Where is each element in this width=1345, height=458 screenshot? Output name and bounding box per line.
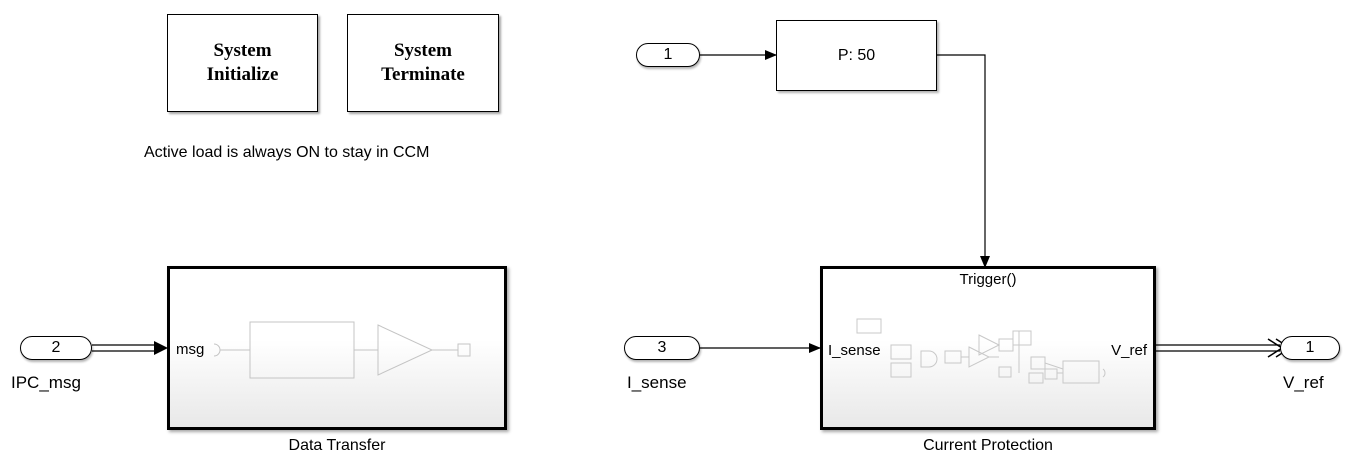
protection-in-port-name: I_sense — [828, 342, 881, 359]
inport-1[interactable]: 1 — [636, 43, 700, 67]
line-in2-to-datatransfer — [92, 341, 168, 355]
annotation-text: Active load is always ON to stay in CCM — [144, 144, 430, 161]
outport-1-label: V_ref — [1283, 373, 1324, 392]
inport-2-label: IPC_msg — [11, 373, 81, 392]
outport-1-number: 1 — [1305, 339, 1315, 356]
pulse-generator-block[interactable]: P: 50 — [776, 20, 937, 91]
system-terminate-block[interactable]: System Terminate — [347, 14, 499, 112]
protection-out-port-name: V_ref — [1111, 342, 1147, 359]
current-protection-internal-icon — [856, 318, 1106, 384]
inport-2[interactable]: 2 — [20, 336, 92, 360]
data-transfer-label: Data Transfer — [288, 437, 386, 454]
data-transfer-in-port-name: msg — [176, 341, 205, 358]
current-protection-label: Current Protection — [923, 437, 1053, 454]
inport-1-number: 1 — [663, 46, 673, 63]
term-line1: System — [393, 40, 453, 61]
inport-3[interactable]: 3 — [624, 336, 700, 360]
system-initialize-block[interactable]: System Initialize — [167, 14, 318, 112]
current-protection-subsystem[interactable]: Trigger() I_sense V_ref — [820, 266, 1156, 430]
init-line2: Initialize — [206, 64, 279, 85]
data-transfer-internal-icon — [213, 321, 471, 379]
line-pulse-to-trigger — [937, 54, 990, 268]
trigger-port-name: Trigger() — [959, 271, 1017, 288]
inport-2-number: 2 — [51, 339, 61, 356]
term-line2: Terminate — [381, 64, 465, 85]
line-protection-to-out1 — [1156, 338, 1292, 358]
data-transfer-subsystem[interactable]: msg — [167, 266, 507, 430]
outport-1[interactable]: 1 — [1280, 336, 1340, 360]
pulse-generator-label: P: 50 — [837, 46, 876, 64]
init-line1: System — [213, 40, 272, 61]
inport-3-label: I_sense — [627, 373, 687, 392]
inport-3-number: 3 — [657, 339, 667, 356]
